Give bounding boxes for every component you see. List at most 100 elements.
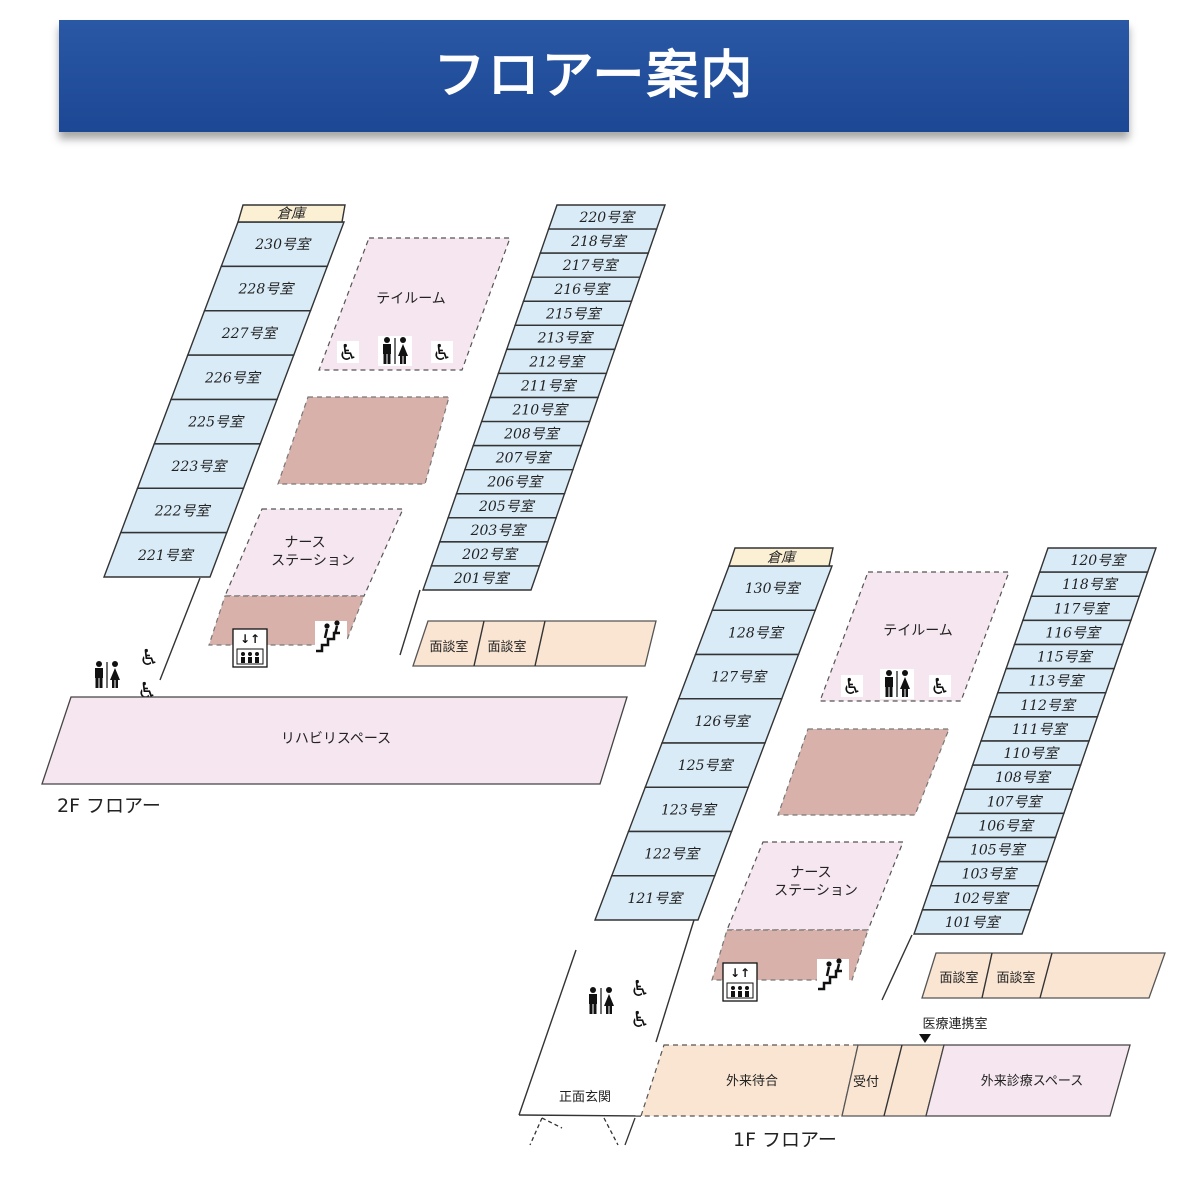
room-number-label: 112号室 xyxy=(1020,698,1077,714)
room-number-label: 201号室 xyxy=(453,571,511,587)
room-number-label: 221号室 xyxy=(137,548,195,564)
nurse-station-1f-label-1: ナース xyxy=(790,865,831,881)
wheelchair-icon xyxy=(841,675,863,700)
service-block-2f xyxy=(277,396,450,485)
floor-1f-label: 1F フロアー xyxy=(733,1129,837,1151)
room-number-label: 113号室 xyxy=(1029,674,1086,690)
reception-label: 受付 xyxy=(853,1075,879,1090)
service-block-1f xyxy=(777,728,950,816)
room-number-label: 208号室 xyxy=(503,427,561,443)
storage-1f xyxy=(728,547,834,567)
corridor-wall xyxy=(655,919,695,1043)
room-number-label: 103号室 xyxy=(962,867,1019,883)
waiting-area-label: 外来待合 xyxy=(726,1074,778,1089)
storage-1f-label: 倉庫 xyxy=(767,550,797,566)
interview-room-2f-1: 面談室 xyxy=(429,639,468,655)
corridor-wall xyxy=(518,949,577,1116)
tearoom-1f-label: テイルーム xyxy=(883,623,953,639)
room-number-label: 203号室 xyxy=(470,523,528,539)
room-number-label: 107号室 xyxy=(987,794,1044,810)
liaison-room-marker xyxy=(919,1034,931,1043)
interview-room-1f-2: 面談室 xyxy=(996,970,1035,986)
patient-room xyxy=(913,909,1032,935)
room-number-label: 222号室 xyxy=(154,503,212,519)
interview-room-2f-2: 面談室 xyxy=(487,639,526,655)
stairs-icon xyxy=(815,957,851,993)
room-number-label: 127号室 xyxy=(711,670,768,686)
room-number-label: 125号室 xyxy=(678,758,735,774)
patient-room xyxy=(593,875,716,921)
room-number-label: 123号室 xyxy=(661,802,718,818)
room-number-label: 102号室 xyxy=(953,891,1010,907)
title-banner: フロアー案内 xyxy=(59,20,1129,132)
room-number-label: 210号室 xyxy=(511,403,569,419)
room-number-label: 215号室 xyxy=(545,306,603,322)
outpatient-space xyxy=(925,1044,1131,1117)
restroom-icon xyxy=(583,985,619,1017)
elevator-icon xyxy=(232,628,268,668)
restroom-icon xyxy=(879,668,915,700)
main-entrance-label: 正面玄関 xyxy=(559,1090,611,1105)
room-number-label: 216号室 xyxy=(553,282,611,298)
room-number-label: 213号室 xyxy=(537,330,595,346)
elevator-icon xyxy=(722,962,758,1002)
rehab-space-label: リハビリスペース xyxy=(281,731,391,747)
room-number-label: 108号室 xyxy=(995,770,1052,786)
corridor-wall xyxy=(881,934,913,1001)
interview-rooms-1f xyxy=(921,952,1166,999)
room-number-label: 118号室 xyxy=(1062,577,1119,593)
waiting-area xyxy=(640,1044,859,1117)
nurse-station-1f-label-2: ステーション xyxy=(774,883,858,899)
room-column-2f-right: 220号室218号室217号室216号室215号室213号室212号室211号室… xyxy=(422,204,666,591)
wheelchair-icon xyxy=(138,646,160,671)
entrance-door xyxy=(603,1117,619,1146)
interview-room-1f-1: 面談室 xyxy=(939,970,978,986)
wheelchair-icon xyxy=(929,675,951,700)
room-number-label: 228号室 xyxy=(238,282,296,298)
room-column-1f-right: 120号室118号室117号室116号室115号室113号室112号室111号室… xyxy=(913,547,1157,935)
corridor-wall xyxy=(159,577,201,681)
patient-room xyxy=(102,531,228,578)
nurse-station-2f-label-2: ステーション xyxy=(271,553,355,569)
patient-room xyxy=(422,565,541,591)
room-number-label: 202号室 xyxy=(461,547,519,563)
room-number-label: 121号室 xyxy=(628,891,685,907)
wheelchair-icon xyxy=(337,341,359,366)
room-number-label: 116号室 xyxy=(1045,625,1102,641)
wheelchair-icon xyxy=(629,977,651,1002)
entrance-door xyxy=(529,1117,543,1146)
room-number-label: 227号室 xyxy=(221,326,279,342)
room-number-label: 117号室 xyxy=(1054,601,1111,617)
room-number-label: 205号室 xyxy=(478,499,536,515)
stairs-icon xyxy=(313,619,349,655)
room-number-label: 105号室 xyxy=(970,843,1027,859)
floor-2f-label: 2F フロアー xyxy=(57,795,161,817)
room-number-label: 230号室 xyxy=(254,237,312,253)
room-number-label: 207号室 xyxy=(495,451,553,467)
room-number-label: 218号室 xyxy=(570,234,628,250)
tearoom-2f-label: テイルーム xyxy=(376,291,446,307)
storage-2f xyxy=(237,204,346,223)
room-number-label: 217号室 xyxy=(562,258,620,274)
room-number-label: 223号室 xyxy=(171,459,229,475)
room-number-label: 106号室 xyxy=(978,818,1035,834)
corridor-wall xyxy=(399,589,421,656)
rehab-space xyxy=(41,696,628,785)
room-number-label: 122号室 xyxy=(644,847,701,863)
nurse-station-2f-label-1: ナース xyxy=(284,535,325,551)
tearoom-2f xyxy=(318,237,511,371)
floor-2f: 230号室228号室227号室226号室225号室223号室222号室221号室… xyxy=(41,204,666,817)
liaison-room-label: 医療連携室 xyxy=(922,1016,987,1032)
room-number-label: 126号室 xyxy=(695,714,752,730)
room-number-label: 225号室 xyxy=(187,415,245,431)
room-number-label: 110号室 xyxy=(1003,746,1060,762)
room-number-label: 212号室 xyxy=(528,354,586,370)
outpatient-space-label: 外来診療スペース xyxy=(981,1073,1083,1089)
page-title: フロアー案内 xyxy=(433,45,755,106)
floor-1f: 130号室128号室127号室126号室125号室123号室122号室121号室… xyxy=(518,547,1166,1151)
restroom-icon xyxy=(377,335,413,367)
interview-rooms-2f xyxy=(412,620,657,667)
